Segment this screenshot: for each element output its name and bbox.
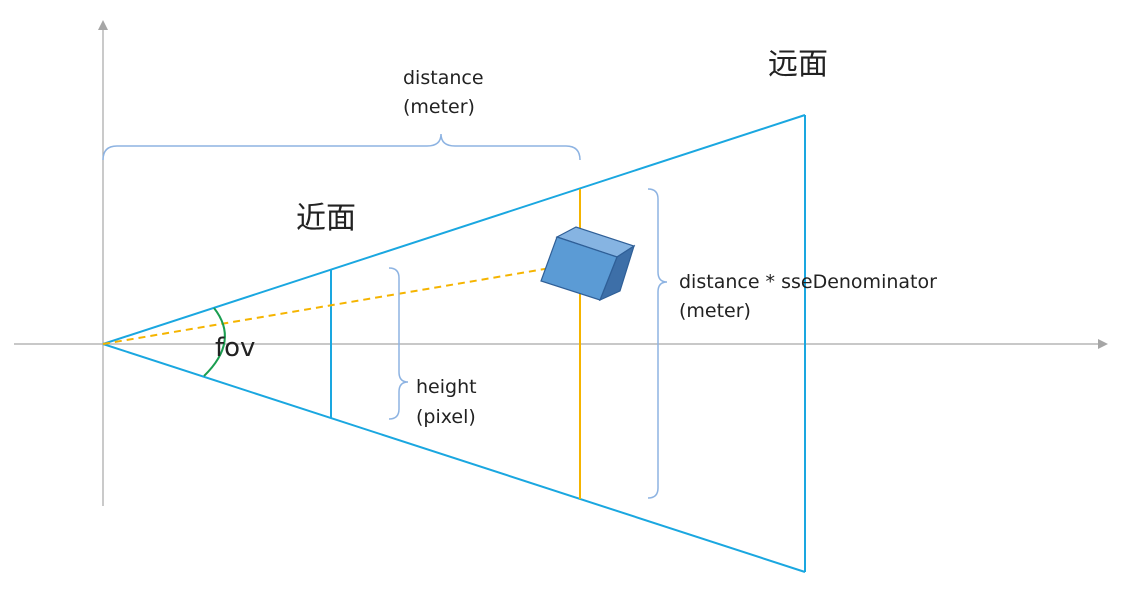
- height-brace: [388, 267, 409, 420]
- near-plane-label: 近面: [296, 201, 356, 236]
- height-unit-label: (pixel): [416, 406, 476, 428]
- sse-distance-label: distance * sseDenominator: [679, 271, 937, 293]
- frustum-bottom-edge: [102, 343, 806, 573]
- fov-arc: [203, 307, 226, 377]
- distance-unit-label: (meter): [403, 96, 475, 118]
- fov-label: fov: [215, 333, 255, 363]
- frustum-top-edge: [102, 114, 806, 345]
- cube-icon: [540, 226, 636, 302]
- distance-brace: [102, 133, 581, 161]
- distance-label: distance: [403, 67, 484, 89]
- height-label: height: [416, 376, 477, 398]
- far-plane-label: 远面: [768, 47, 828, 82]
- sight-line: [102, 262, 581, 345]
- sse-brace: [647, 188, 668, 499]
- sse-unit-label: (meter): [679, 300, 751, 322]
